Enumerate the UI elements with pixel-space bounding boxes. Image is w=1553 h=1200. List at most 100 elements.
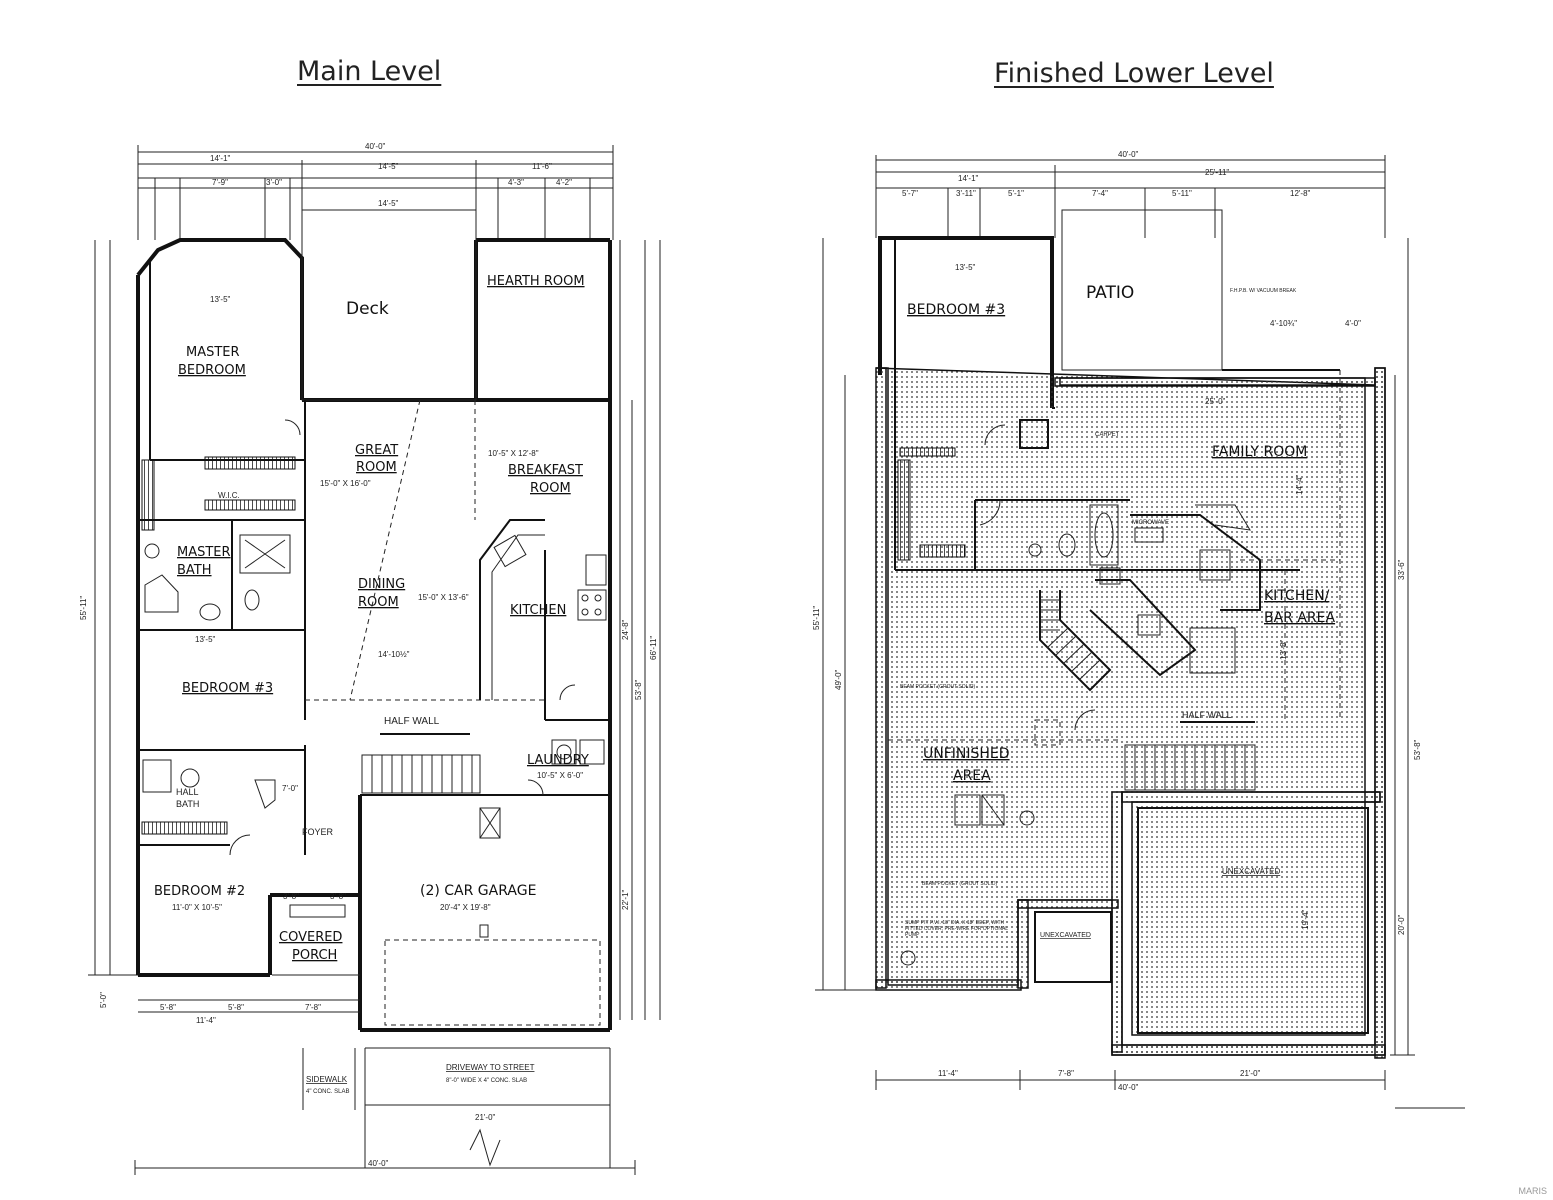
ll-dim-t6: 12'-8" <box>1290 189 1311 198</box>
room-driveway: DRIVEWAY TO STREET <box>446 1063 535 1072</box>
dim-porch-a: 3'-8" <box>283 892 299 901</box>
dim-left-overall: 55'-11" <box>79 596 88 620</box>
ll-dim-patio-b: 4'-0" <box>1345 319 1361 328</box>
room-wic: W.I.C. <box>218 491 240 500</box>
dim-t2: 3'-0" <box>266 178 282 187</box>
room-foyer: FOYER <box>302 827 334 837</box>
ll-dim-bed-width: 13'-5" <box>955 263 976 272</box>
watermark: MARIS <box>1518 1186 1547 1196</box>
room-master-bath-1: MASTER <box>177 545 231 560</box>
ll-room-unexcavated-big: UNEXCAVATED <box>1222 867 1280 876</box>
main-level-plan: 40'-0" 14'-1" 14'-5" 11'-6" 14'-5" 7'-9"… <box>79 142 661 1175</box>
room-great-1: GREAT <box>355 443 398 458</box>
dim-top-right: 11'-6" <box>532 162 552 171</box>
room-laundry-size: 10'-5" X 6'-0" <box>537 771 583 780</box>
room-laundry: LAUNDRY <box>527 753 589 768</box>
ll-room-patio: PATIO <box>1086 283 1134 303</box>
room-hearth: HEARTH ROOM <box>487 274 585 289</box>
room-half-wall: HALF WALL <box>384 716 440 727</box>
dim-overall-width: 40'-0" <box>365 142 386 151</box>
room-master-bedroom-2: BEDROOM <box>178 363 246 378</box>
room-dining-1: DINING <box>358 577 405 592</box>
ll-note-fpb-wrap: F.H.P.B. W/ VACUUM BREAK <box>1230 288 1297 294</box>
dim-master-width: 13'-5" <box>210 295 231 304</box>
ll-room-microwave: MICROWAVE <box>1132 520 1169 526</box>
ll-dim-top-left: 14'-1" <box>958 174 979 183</box>
room-bedroom3: BEDROOM #3 <box>182 681 273 696</box>
ll-room-unfinished-2: AREA <box>953 768 991 784</box>
dim-b-mid: 5'-8" <box>228 1003 244 1012</box>
dim-right-3: 24'-8" <box>621 619 630 640</box>
room-dining-2: ROOM <box>358 595 399 610</box>
dim-drive-width: 21'-0" <box>475 1113 496 1122</box>
room-garage-size: 20'-4" X 19'-8" <box>440 903 491 912</box>
dim-t3: 4'-3" <box>508 178 524 187</box>
room-master-bedroom-1: MASTER <box>186 345 240 360</box>
ll-room-kitchen-1: KITCHEN/ <box>1264 588 1330 604</box>
ll-dim-t5: 5'-11" <box>1172 189 1192 198</box>
room-breakfast-2: ROOM <box>530 481 571 496</box>
room-bedroom2-size: 11'-0" X 10'-5" <box>172 903 222 912</box>
ll-dim-overall-width: 40'-0" <box>1118 150 1139 159</box>
room-hall-bath-1: HALL <box>176 787 199 797</box>
room-driveway-note: 8"-0" WIDE X 4" CONC. SLAB <box>446 1078 527 1084</box>
room-covered-porch-1: COVERED <box>279 930 342 945</box>
ll-room-carpet: CARPET <box>1095 432 1120 438</box>
ll-dim-t2: 3'-11" <box>956 189 976 198</box>
ll-dim-right-3: 20'-0" <box>1397 914 1406 935</box>
room-kitchen: KITCHEN <box>510 603 566 618</box>
room-garage: (2) CAR GARAGE <box>420 883 536 899</box>
ll-note-sump: SUMP PIT P.V.I. 18" DIA. X 18" DEEP, WIT… <box>905 920 1008 938</box>
ll-dim-left-1: 55'-11" <box>812 606 821 630</box>
room-great-2: ROOM <box>356 460 397 475</box>
ll-dim-family-width: 25'-0" <box>1205 397 1226 406</box>
dim-right-overall: 66'-11" <box>649 636 658 660</box>
dim-b-left: 5'-8" <box>160 1003 176 1012</box>
ll-room-unfinished-1: UNFINISHED <box>923 746 1010 762</box>
ll-dim-unexc-height: 19'-4" <box>1301 909 1310 930</box>
room-covered-porch-2: PORCH <box>292 948 337 963</box>
dim-hall: 7'-0" <box>282 784 298 793</box>
dim-top-mid: 14'-5" <box>378 162 399 171</box>
dim-b-sum: 11'-4" <box>196 1016 216 1025</box>
ll-dim-t3: 5'-1" <box>1008 189 1024 198</box>
ll-dim-patio-a: 4'-10¾" <box>1270 319 1297 328</box>
dim-t1: 7'-9" <box>212 178 228 187</box>
ll-room-half-wall: HALF WALL <box>1182 710 1232 720</box>
ll-note-fpb: F.H.P.B. W/ VACUUM BREAK <box>1230 288 1297 294</box>
ll-dim-kitchen-height: 13'-8" <box>1279 639 1288 660</box>
ll-room-kitchen-2: BAR AREA <box>1264 610 1336 626</box>
room-bedroom2: BEDROOM #2 <box>154 884 245 899</box>
ll-room-unexcavated-small: UNEXCAVATED <box>1040 932 1091 939</box>
room-sidewalk-note: 4" CONC. SLAB <box>306 1089 349 1095</box>
ll-dim-t4: 7'-4" <box>1092 189 1108 198</box>
room-breakfast-1: BREAKFAST <box>508 463 583 478</box>
room-breakfast-size: 10'-5" X 12'-8" <box>488 449 539 458</box>
room-hall-bath-2: BATH <box>176 799 199 809</box>
room-dining-size: 15'-0" X 13'-6" <box>418 593 469 602</box>
dim-right-2: 53'-8" <box>634 679 643 700</box>
dim-b-porch: 7'-8" <box>305 1003 321 1012</box>
ll-dim-right-2: 53'-8" <box>1413 739 1422 760</box>
ll-note-sump-wrap: SUMP PIT P.V.I. 18" DIA. X 18" DEEP, WIT… <box>905 920 1008 938</box>
lower-level-title: Finished Lower Level <box>994 58 1274 89</box>
ll-room-family: FAMILY ROOM <box>1212 444 1307 460</box>
main-level-title: Main Level <box>297 56 442 87</box>
ll-dim-left-2: 49'-0" <box>834 669 843 690</box>
ll-room-bedroom3: BEDROOM #3 <box>907 302 1005 318</box>
room-deck: Deck <box>346 299 389 319</box>
room-master-bath-2: BATH <box>177 563 212 578</box>
room-great-size: 15'-0" X 16'-0" <box>320 479 371 488</box>
dim-bottom-overall: 40'-0" <box>368 1159 389 1168</box>
dim-front-5: 5'-0" <box>99 992 108 1008</box>
ll-dim-bottom-overall: 40'-0" <box>1118 1083 1139 1092</box>
ll-dim-bottom-c: 21'-0" <box>1240 1069 1261 1078</box>
dim-deck-width: 14'-5" <box>378 199 399 208</box>
ll-dim-top-right: 25'-11" <box>1205 168 1229 177</box>
lower-level-plan: 40'-0" 14'-1" 25'-11" 5'-7" 3'-11" 5'-1"… <box>812 150 1465 1109</box>
ll-dim-t1: 5'-7" <box>902 189 918 198</box>
dim-porch-b: 3'-8" <box>330 892 346 901</box>
ll-dim-bottom-a: 11'-4" <box>938 1069 958 1078</box>
dim-t4: 4'-2" <box>556 178 572 187</box>
